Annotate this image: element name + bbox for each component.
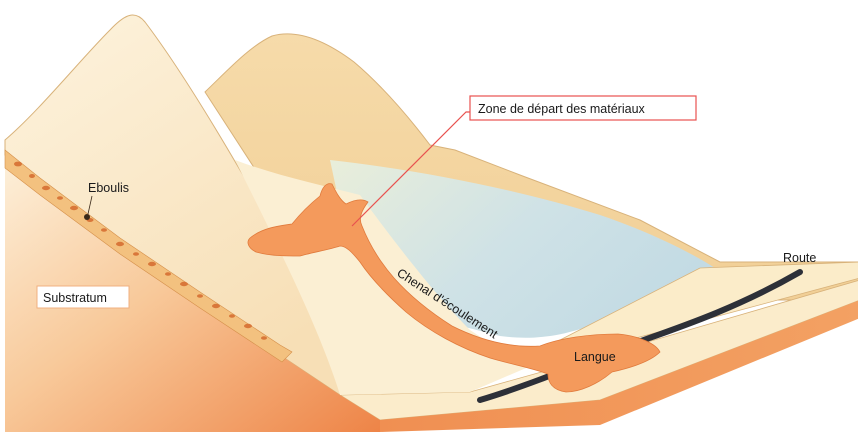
scree-marker-dot xyxy=(84,214,90,220)
road-label: Route xyxy=(783,251,816,265)
departure-zone-label: Zone de départ des matériaux xyxy=(478,102,646,116)
tongue-label: Langue xyxy=(574,350,616,364)
scree-label: Eboulis xyxy=(88,181,129,195)
bedrock-label: Substratum xyxy=(43,291,107,305)
